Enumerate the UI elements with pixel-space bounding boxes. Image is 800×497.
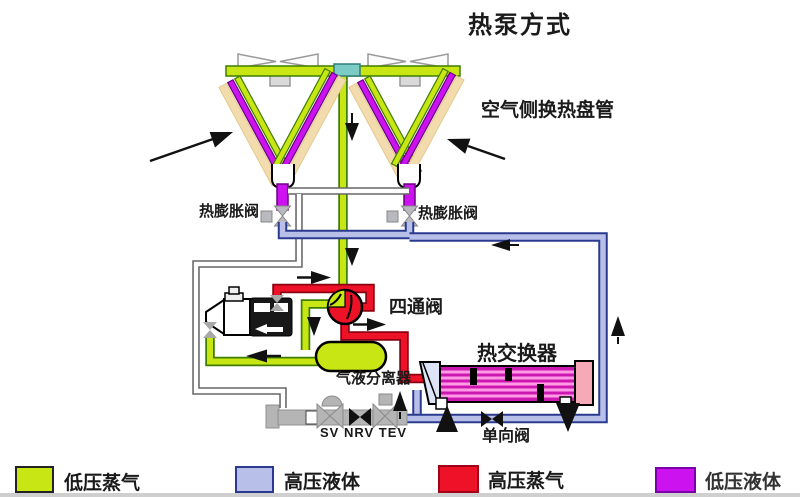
legend-swatch-low-pressure-vapor <box>15 466 54 493</box>
legend-item: 低压液体 <box>655 467 781 494</box>
liquid-line-valves <box>277 222 415 240</box>
four-way-valve-label: 四通阀 <box>389 297 443 317</box>
heat-exchanger <box>418 360 594 410</box>
legend-item: 低压蒸气 <box>15 466 140 495</box>
liquid-line-loop <box>404 232 608 424</box>
valve-train-label: SV NRV TEV <box>320 425 408 440</box>
expansion-valve-left-label: 热膨胀阀 <box>199 203 260 220</box>
flow-arrows <box>246 113 625 432</box>
inactive-pipe-bypass <box>192 194 303 408</box>
check-valve-icon <box>481 411 503 427</box>
heat-exchanger-label: 热交换器 <box>477 343 557 365</box>
compressor-icon <box>203 286 293 338</box>
coil-right-leg-outer <box>390 67 465 176</box>
check-valve-label: 单向阀 <box>482 428 531 445</box>
non-return-valve-icon <box>349 408 371 426</box>
coil-label: 空气侧换热盘管 <box>481 100 615 121</box>
discharge-pipe <box>272 283 375 312</box>
gas-liquid-separator <box>314 340 388 373</box>
coil-left-leg-inner <box>270 67 347 180</box>
header-connector <box>333 63 361 77</box>
expansion-valve-right-label: 热膨胀阀 <box>418 205 479 222</box>
valve-to-separator-pipe <box>300 299 333 350</box>
legend-swatch-high-pressure-liquid <box>235 466 274 493</box>
legend-label: 高压蒸气 <box>488 471 565 492</box>
solenoid-valve-icon <box>316 395 344 430</box>
legend-label: 高压液体 <box>284 472 361 493</box>
image-edge-strip <box>0 493 800 497</box>
legend-item: 高压蒸气 <box>438 465 564 494</box>
legend-item: 高压液体 <box>235 466 360 494</box>
legend-label: 低压蒸气 <box>64 473 141 494</box>
hot-gas-pipe <box>340 320 428 384</box>
coil-left-leg-outer <box>218 75 295 187</box>
legend-swatch-low-pressure-liquid <box>655 467 696 493</box>
suction-pipe <box>205 336 322 367</box>
airflow-arrow-left <box>149 132 233 163</box>
legend-label: 低压液体 <box>705 472 782 493</box>
page-title: 热泵方式 <box>468 12 572 39</box>
separator-label: 气液分离器 <box>336 370 412 387</box>
airflow-arrow-right <box>447 138 506 161</box>
legend-swatch-high-pressure-vapor <box>438 465 479 493</box>
four-way-valve-icon <box>326 288 364 326</box>
